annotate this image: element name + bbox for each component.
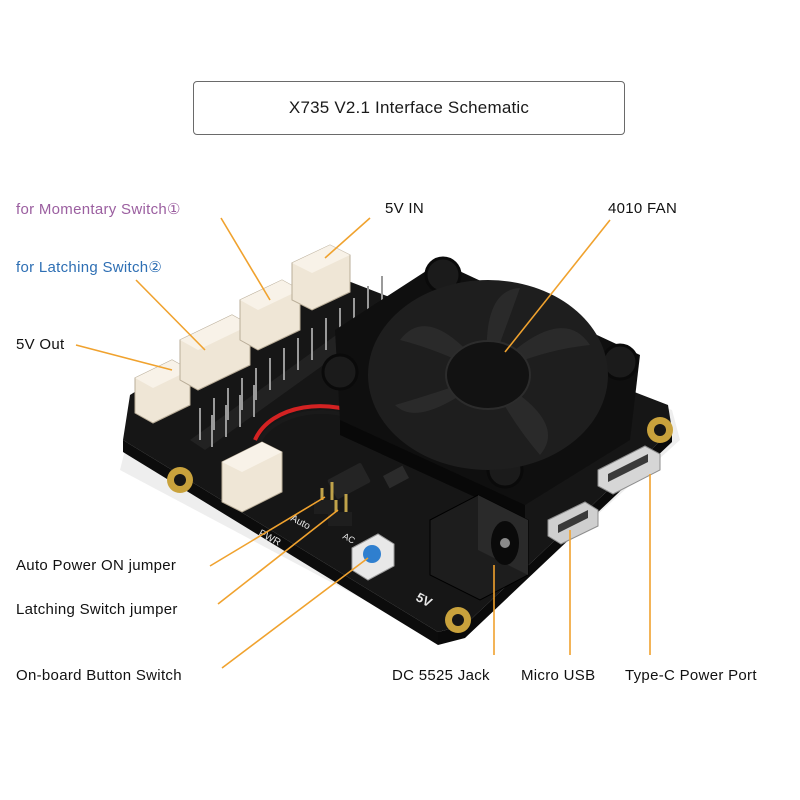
connector-5v-out: [134, 359, 191, 424]
leader-5v-out: [75, 344, 173, 371]
label-dc-jack: DC 5525 Jack: [392, 667, 490, 684]
type-c-port: [597, 445, 661, 495]
fan-connector: [221, 441, 283, 513]
leader-latching: [135, 279, 206, 351]
fan-4010: [321, 256, 640, 520]
silk-5v: 5V: [414, 589, 435, 610]
leader-lines: [75, 217, 651, 669]
label-5v-in: 5V IN: [385, 200, 425, 217]
leader-momentary: [220, 217, 271, 301]
auto-power-jumper: [314, 482, 338, 514]
leader-5v-in: [324, 217, 371, 259]
connector-5v-in: [291, 244, 351, 311]
micro-usb-port: [547, 501, 599, 545]
label-momentary-switch: for Momentary Switch①: [16, 201, 181, 218]
leader-auto-power: [209, 496, 326, 567]
dc-5525-jack: [429, 494, 529, 601]
smd-component: [383, 465, 409, 489]
label-latching-switch: for Latching Switch②: [16, 259, 163, 276]
mounting-hole-bottom: [445, 607, 471, 633]
ic-chip: [327, 463, 371, 499]
leader-fan: [504, 219, 611, 353]
label-onboard-button: On-board Button Switch: [16, 667, 182, 684]
label-5v-out: 5V Out: [16, 336, 65, 353]
leader-latching-jumper: [217, 509, 339, 605]
connector-latching-switch: [179, 314, 251, 391]
label-4010-fan: 4010 FAN: [608, 200, 678, 217]
label-type-c: Type-C Power Port: [625, 667, 757, 684]
diagram-title: X735 V2.1 Interface Schematic: [193, 81, 625, 135]
mounting-hole-left: [167, 467, 193, 493]
connector-momentary-switch: [239, 279, 301, 351]
pcb-edge-left: [123, 440, 438, 645]
leader-button: [221, 557, 369, 669]
label-micro-usb: Micro USB: [521, 667, 596, 684]
mounting-hole-right: [647, 417, 673, 443]
label-latching-switch-jumper: Latching Switch jumper: [16, 601, 178, 618]
label-auto-power-jumper: Auto Power ON jumper: [16, 557, 177, 574]
